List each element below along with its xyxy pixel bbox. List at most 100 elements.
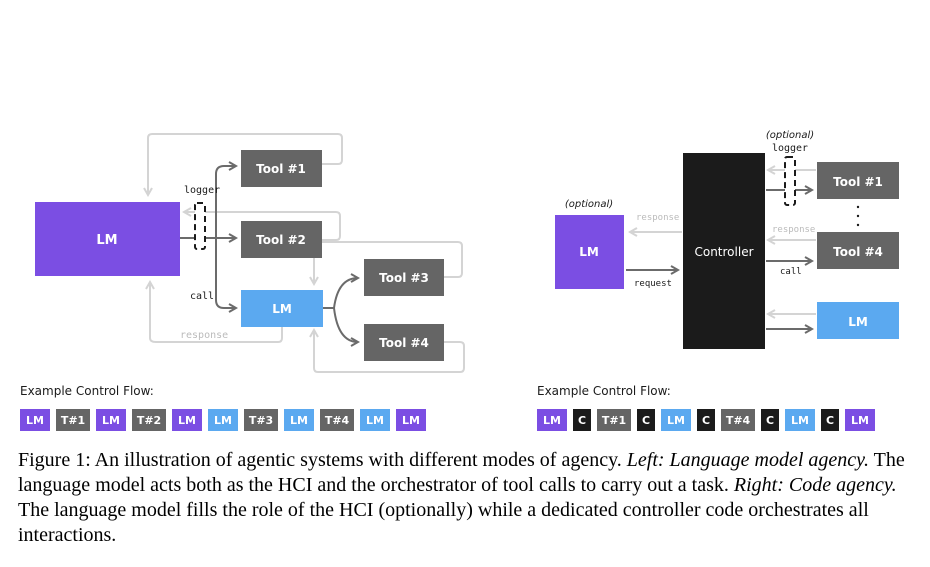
tool3-label: Tool #3 — [379, 271, 429, 285]
flow-chip-label: C — [702, 414, 710, 427]
caption-left-title: Left: Language model agency. — [626, 449, 869, 471]
sublm-to-tool3-arrow — [333, 278, 358, 309]
flow-chip — [56, 409, 90, 431]
right-diagram: (optional) logger (optional) response re… — [537, 130, 899, 431]
right-lm-blue-box — [817, 302, 899, 339]
right-lm-blue-label: LM — [848, 315, 868, 329]
flow-chip-label: LM — [667, 414, 685, 427]
flow-chip — [96, 409, 126, 431]
right-tool1-box — [817, 162, 899, 199]
right-lm-label: LM — [579, 245, 599, 259]
flow-chip — [721, 409, 755, 431]
request-label: request — [634, 279, 672, 289]
flow-chip — [396, 409, 426, 431]
caption-left-text: The language model acts both as the HCI … — [18, 449, 905, 496]
left-diagram: logger call response LM Tool #1 Tool #2 … — [20, 133, 465, 431]
call-right-label: call — [780, 267, 802, 277]
flow-chip-label: LM — [402, 414, 420, 427]
flow-chip-label: LM — [26, 414, 44, 427]
flow-chip-label: T#3 — [249, 414, 273, 427]
flow-chip-label: LM — [366, 414, 384, 427]
flow-chip-label: LM — [851, 414, 869, 427]
flow-chip — [360, 409, 390, 431]
flow-chip-label: LM — [791, 414, 809, 427]
flow-chip — [172, 409, 202, 431]
flow-chip — [597, 409, 631, 431]
tool4-label: Tool #4 — [379, 336, 429, 350]
flow-chip — [845, 409, 875, 431]
flow-chip-label: LM — [214, 414, 232, 427]
lm-sub-box — [241, 290, 323, 327]
right-control-flow: LM C T#1 C LM C T#4 C LM C LM — [537, 409, 875, 431]
right-tool4-label: Tool #4 — [833, 245, 883, 259]
tool2-box — [241, 221, 322, 258]
flow-chip-label: LM — [178, 414, 196, 427]
caption-right-title: Right: Code agency. — [733, 474, 897, 496]
call-label: call — [190, 291, 214, 302]
flow-chip — [320, 409, 354, 431]
ellipsis-dot — [856, 214, 860, 218]
tool2-return-arrow — [184, 212, 341, 241]
flow-chip — [697, 409, 715, 431]
tool1-return-arrow — [148, 133, 343, 195]
flow-chip — [761, 409, 779, 431]
flow-chip — [821, 409, 839, 431]
flow-chip-label: C — [766, 414, 774, 427]
response-return-arrow — [150, 282, 283, 343]
tool4-box — [364, 324, 444, 361]
flow-chip-label: LM — [290, 414, 308, 427]
flow-chip — [208, 409, 238, 431]
logger-box — [194, 202, 206, 250]
flow-chip-label: T#2 — [137, 414, 161, 427]
tool2-label: Tool #2 — [256, 233, 306, 247]
flow-chip-label: LM — [102, 414, 120, 427]
right-tool1-label: Tool #1 — [833, 175, 883, 189]
flow-chip-label: T#1 — [602, 414, 626, 427]
flow-chip-label: C — [642, 414, 650, 427]
tool1-box — [241, 150, 322, 187]
flow-chip — [132, 409, 166, 431]
agency-diagram: logger call response LM Tool #1 Tool #2 … — [20, 130, 899, 431]
controller-box — [683, 153, 765, 349]
flow-chip-label: T#4 — [726, 414, 751, 427]
flow-chip — [785, 409, 815, 431]
flow-chip-label: LM — [543, 414, 561, 427]
flow-chip — [661, 409, 691, 431]
flow-chip-label: T#4 — [325, 414, 350, 427]
flow-chip — [537, 409, 567, 431]
tool4-return-arrow — [314, 330, 465, 373]
response-label: response — [180, 330, 228, 341]
flow-chip-label: T#1 — [61, 414, 85, 427]
left-control-flow: LM T#1 LM T#2 LM LM T#3 LM T#4 LM LM — [20, 409, 426, 431]
tool1-label: Tool #1 — [256, 162, 306, 176]
lm-sub-label: LM — [272, 302, 292, 316]
flow-chip-label: C — [578, 414, 586, 427]
right-optional-logger: (optional) — [766, 130, 814, 141]
flow-chip — [284, 409, 314, 431]
ellipsis-dot — [856, 223, 860, 227]
flow-chip-label: C — [826, 414, 834, 427]
left-flow-label: Example Control Flow: — [20, 384, 154, 398]
flow-chip — [573, 409, 591, 431]
response-left-label: response — [636, 213, 679, 223]
logger-label: logger — [184, 185, 220, 196]
lm-to-tool1-arrow — [215, 166, 236, 238]
lm-to-sublm-arrow — [215, 238, 236, 308]
flow-chip — [20, 409, 50, 431]
lm-main-label: LM — [96, 233, 117, 248]
right-optional-lm: (optional) — [565, 199, 613, 210]
ellipsis-dot — [856, 205, 860, 209]
sublm-to-tool4-arrow — [333, 307, 358, 342]
flow-chip — [637, 409, 655, 431]
right-flow-label: Example Control Flow: — [537, 384, 671, 398]
caption-right-text: The language model fills the role of the… — [18, 499, 869, 546]
tool3-box — [364, 259, 444, 296]
caption-prefix: Figure 1: An illustration of agentic sys… — [18, 449, 627, 471]
right-logger-box — [784, 156, 796, 206]
response-right-label: response — [772, 225, 815, 235]
right-tool4-box — [817, 232, 899, 269]
controller-label: Controller — [694, 245, 753, 259]
right-lm-box — [555, 215, 624, 289]
figure-caption: Figure 1: An illustration of agentic sys… — [18, 448, 918, 548]
right-logger-label: logger — [772, 143, 808, 154]
